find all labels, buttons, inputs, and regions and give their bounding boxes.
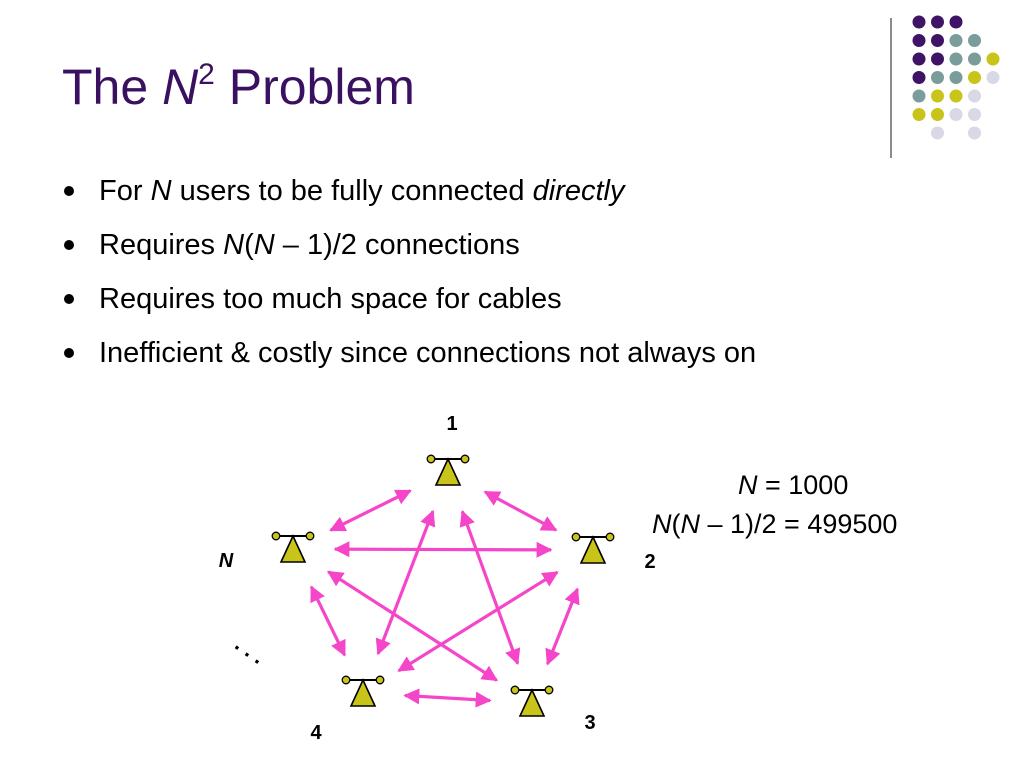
telephone-icon bbox=[271, 531, 315, 563]
connection-arrow bbox=[545, 587, 580, 666]
bullet-item: Inefficient & costly since connections n… bbox=[62, 330, 756, 384]
decorative-dot bbox=[931, 15, 944, 29]
decorative-dot bbox=[912, 71, 926, 84]
telephone-icon bbox=[426, 454, 470, 486]
decorative-dot bbox=[912, 108, 926, 121]
title-superscript: 2 bbox=[198, 58, 215, 91]
connection-arrow bbox=[403, 688, 492, 708]
bullet-dot-icon bbox=[64, 294, 74, 304]
decorative-dot bbox=[986, 71, 1000, 84]
connection-arrow bbox=[326, 570, 499, 682]
decorative-dot bbox=[949, 71, 963, 84]
connection-arrow bbox=[483, 490, 558, 532]
decorative-dot bbox=[968, 89, 981, 103]
decorative-dot bbox=[912, 52, 926, 66]
telephone-icon bbox=[571, 532, 615, 564]
node-label: 3 bbox=[584, 712, 595, 734]
connection-arrow bbox=[397, 570, 559, 673]
decorative-dot bbox=[912, 15, 926, 29]
title-suffix: Problem bbox=[214, 59, 415, 115]
decorative-dot bbox=[949, 89, 963, 103]
decorative-dot bbox=[931, 126, 944, 140]
decorative-dot bbox=[968, 52, 981, 66]
bullet-list: For N users to be fully connected direct… bbox=[62, 168, 756, 384]
decorative-dot bbox=[931, 34, 944, 47]
bullet-dot-icon bbox=[64, 348, 74, 358]
title-prefix: The bbox=[62, 59, 163, 115]
ellipsis-label: . . . bbox=[231, 631, 270, 669]
decorative-dot bbox=[968, 34, 981, 47]
node-label: N bbox=[219, 550, 234, 572]
bullet-dot-icon bbox=[64, 240, 74, 250]
decorative-dot bbox=[949, 108, 963, 121]
node-label: 4 bbox=[310, 722, 322, 744]
decorative-dot bbox=[949, 34, 963, 47]
connection-arrow bbox=[459, 509, 521, 666]
connection-arrow bbox=[329, 489, 412, 532]
connection-arrow bbox=[309, 585, 347, 657]
decorative-dot bbox=[949, 52, 963, 66]
decorative-dot bbox=[912, 34, 926, 47]
node-label: 1 bbox=[446, 413, 457, 435]
decorative-dot bbox=[949, 15, 963, 29]
decorative-dot bbox=[931, 71, 944, 84]
decorative-dot bbox=[968, 71, 981, 84]
connection-arrow bbox=[333, 541, 553, 558]
decorative-dot bbox=[986, 52, 1000, 66]
title-n: N bbox=[162, 59, 199, 115]
decorative-dot bbox=[968, 126, 981, 140]
decorative-dot bbox=[931, 52, 944, 66]
bullet-item: For N users to be fully connected direct… bbox=[62, 168, 756, 222]
telephone-icon bbox=[510, 685, 554, 717]
decorative-dot bbox=[912, 89, 926, 103]
equation-connections: N(N – 1)/2 = 499500 bbox=[652, 509, 898, 539]
node-label: 2 bbox=[644, 551, 655, 573]
decorative-dot-grid bbox=[912, 15, 1000, 140]
decorative-divider bbox=[890, 18, 892, 158]
bullet-item: Requires N(N – 1)/2 connections bbox=[62, 222, 756, 276]
bullet-dot-icon bbox=[64, 186, 74, 196]
bullet-item: Requires too much space for cables bbox=[62, 276, 756, 330]
decorative-dot bbox=[931, 108, 944, 121]
slide-title: The N2 Problem bbox=[62, 58, 415, 116]
decorative-dot bbox=[968, 108, 981, 121]
equation-n-value: N = 1000 bbox=[738, 470, 849, 500]
telephone-icon bbox=[341, 675, 385, 707]
decorative-dot bbox=[931, 89, 944, 103]
